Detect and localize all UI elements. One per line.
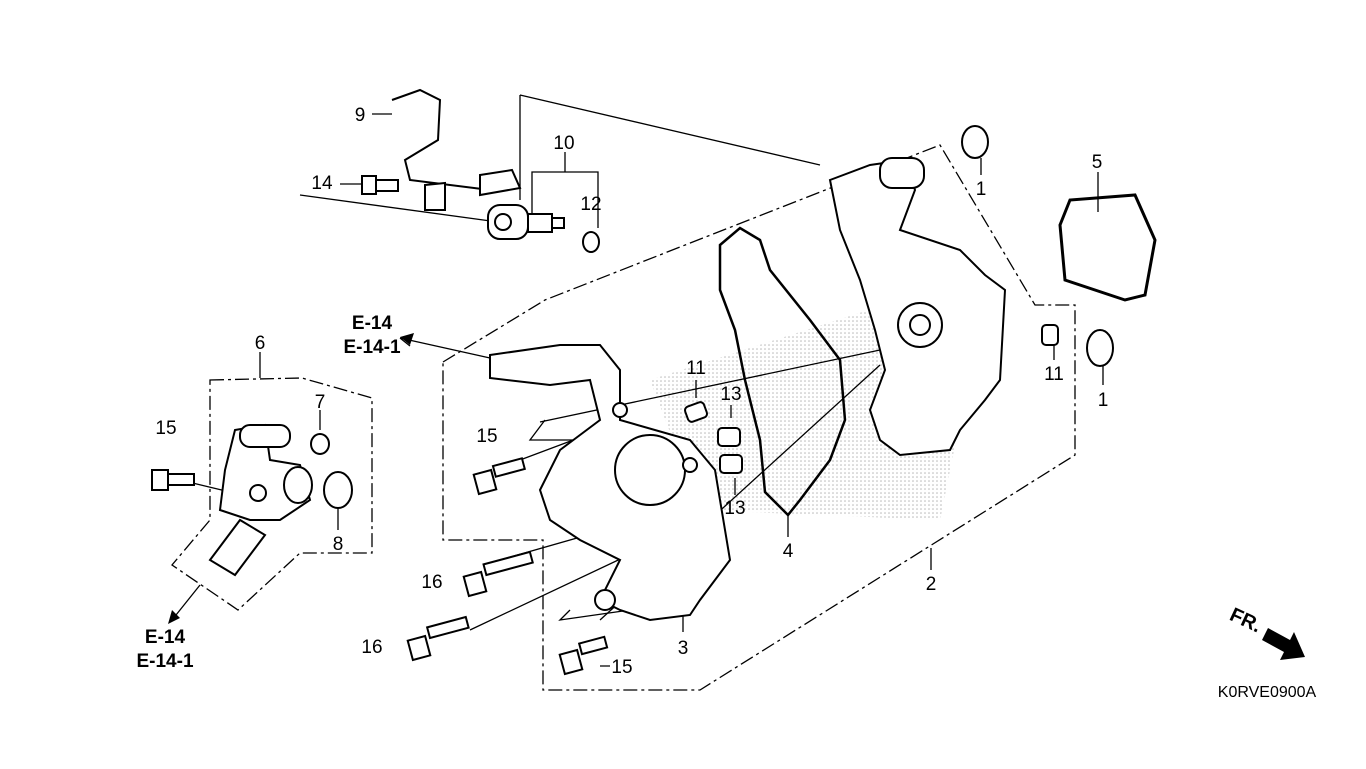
callout-13: 13: [720, 384, 741, 405]
part-3-pump-cover: [489, 344, 732, 622]
callout-3: 3: [678, 638, 689, 659]
callout-10: 10: [553, 133, 574, 154]
assembly-outline-2: [442, 144, 1076, 691]
callout-1: 1: [976, 179, 987, 200]
callout-16: 16: [421, 572, 442, 593]
callout-11: 11: [1044, 364, 1064, 385]
ref-label-top-1[interactable]: E-14: [352, 313, 393, 334]
front-direction-indicator: FR.: [1226, 604, 1305, 660]
part-15-bolt: [151, 469, 195, 491]
callout-12: 12: [580, 194, 601, 215]
callout-6: 6: [255, 333, 266, 354]
part-8-o-ring: [323, 471, 353, 509]
ref-arrow-bottom: [168, 610, 180, 624]
part-9-pipe: [391, 88, 522, 211]
callout-11: 11: [686, 358, 706, 379]
ref-label-bottom-1[interactable]: E-14: [145, 627, 186, 648]
callout-9: 9: [355, 105, 366, 126]
part-water-pump: [828, 157, 1007, 457]
part-12-washer: [582, 231, 600, 253]
ref-label-bottom-2[interactable]: E-14-1: [136, 651, 193, 672]
part-11-dowel: [1041, 324, 1059, 346]
diagram-code: K0RVE0900A: [1218, 684, 1317, 701]
callout-7: 7: [315, 392, 326, 413]
callout-14: 14: [311, 173, 333, 194]
callout-15: 15: [476, 426, 497, 447]
part-10-sensor: [487, 204, 565, 240]
part-1-o-ring: [1086, 329, 1114, 367]
part-11-dowel: [683, 401, 709, 423]
callout-16: 16: [361, 637, 382, 658]
part-14-bolt: [361, 175, 399, 195]
part-13-collar: [719, 454, 743, 474]
part-16-bolt: [406, 615, 470, 662]
front-label: FR.: [1226, 604, 1264, 638]
callout-15: 15: [611, 657, 632, 678]
part-13-collar: [717, 427, 741, 447]
part-1-o-ring: [961, 125, 989, 159]
part-15-bolt: [472, 457, 527, 496]
assembly-outline-6: [171, 377, 373, 611]
part-5-gasket: [1058, 193, 1157, 302]
callout-2: 2: [926, 574, 937, 595]
callout-15: 15: [155, 418, 176, 439]
callout-8: 8: [333, 534, 344, 555]
part-6-thermostat-housing: [208, 423, 313, 577]
part-15-bolt: [558, 635, 609, 676]
callout-13: 13: [724, 498, 745, 519]
callouts: 9 10 12 14 1 5 11 1 6 7 15 8 15 11 13 13…: [155, 105, 1108, 678]
front-arrow-icon: [1262, 628, 1305, 660]
ref-arrow-top: [400, 333, 414, 345]
callout-5: 5: [1092, 152, 1103, 173]
part-7-o-ring: [310, 433, 330, 455]
callout-4: 4: [783, 541, 794, 562]
ref-label-top-2[interactable]: E-14-1: [343, 337, 400, 358]
leader-lines: [171, 94, 1104, 667]
part-16-bolt: [462, 550, 534, 598]
part-4-gasket: [718, 226, 847, 517]
callout-1: 1: [1098, 390, 1109, 411]
